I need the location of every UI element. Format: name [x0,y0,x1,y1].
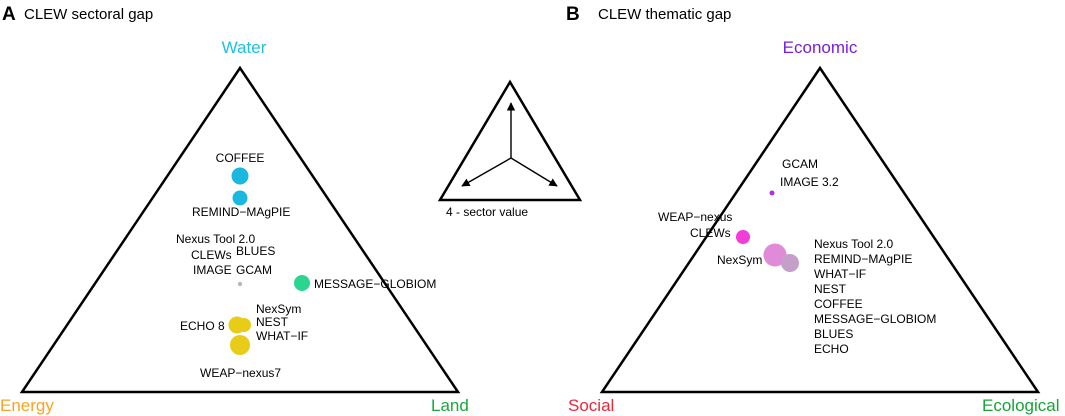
label-b-image: IMAGE 3.2 [780,175,839,189]
label-b-nexsym: NexSym [717,253,762,267]
legend-arrow-right [510,157,558,187]
vertex-economic: Economic [783,38,858,57]
dot-nexsym-nest [237,318,251,332]
list-item: ECHO [814,342,849,356]
label-gcam: GCAM [236,263,272,277]
panel-b-triangle [599,65,1041,394]
label-remind-magpie: REMIND−MAgPIE [192,205,290,219]
legend-label: 4 - sector value [446,205,528,219]
list-item: COFFEE [814,297,863,311]
dot-message-globiom [294,275,310,291]
panel-a-triangle [19,65,461,394]
label-nexsym: NexSym [256,302,301,316]
label-coffee: COFFEE [216,151,265,165]
dot-remind-magpie [232,190,248,206]
list-item: REMIND−MAgPIE [814,252,912,266]
vertex-ecological: Ecological [982,396,1060,415]
dot-nexsym [763,243,787,267]
label-nexus-tool: Nexus Tool 2.0 [176,232,255,246]
list-item: MESSAGE−GLOBIOM [814,312,936,326]
label-blues: BLUES [236,244,275,258]
label-message-globiom: MESSAGE−GLOBIOM [314,277,436,291]
label-image: IMAGE [193,263,232,277]
list-item: Nexus Tool 2.0 [814,237,893,251]
panel-b-title: CLEW thematic gap [598,6,731,23]
legend-arrow-left [461,157,512,187]
list-item: NEST [814,282,847,296]
label-weap-nexus: WEAP−nexus7 [200,366,281,380]
label-echo: ECHO 8 [180,319,225,333]
vertex-social: Social [568,396,614,415]
label-nest: NEST [256,315,289,329]
label-b-gcam: GCAM [782,157,818,171]
panel-a-title: CLEW sectoral gap [24,6,153,23]
panel-b-letter: B [566,4,580,25]
vertex-land: Land [431,396,469,415]
list-item: WHAT−IF [814,267,866,281]
label-b-weap: WEAP−nexus [658,210,732,224]
vertex-water: Water [222,38,267,57]
vertex-energy: Energy [0,396,54,415]
label-clews: CLEWs [191,248,232,262]
label-what-if: WHAT−IF [256,329,308,343]
dot-gcam-image [769,190,775,196]
panel-a-letter: A [2,4,16,25]
dot-small-grey [237,281,243,287]
list-item: BLUES [814,327,853,341]
panel-b-model-list: Nexus Tool 2.0 REMIND−MAgPIE WHAT−IF NES… [814,237,936,356]
dot-nexus-group [781,254,799,272]
dot-coffee [231,167,249,185]
label-b-clews: CLEWs [690,226,731,240]
dot-weap-clews [736,230,750,244]
dot-what-if [230,335,250,355]
legend-triangle [437,79,583,202]
